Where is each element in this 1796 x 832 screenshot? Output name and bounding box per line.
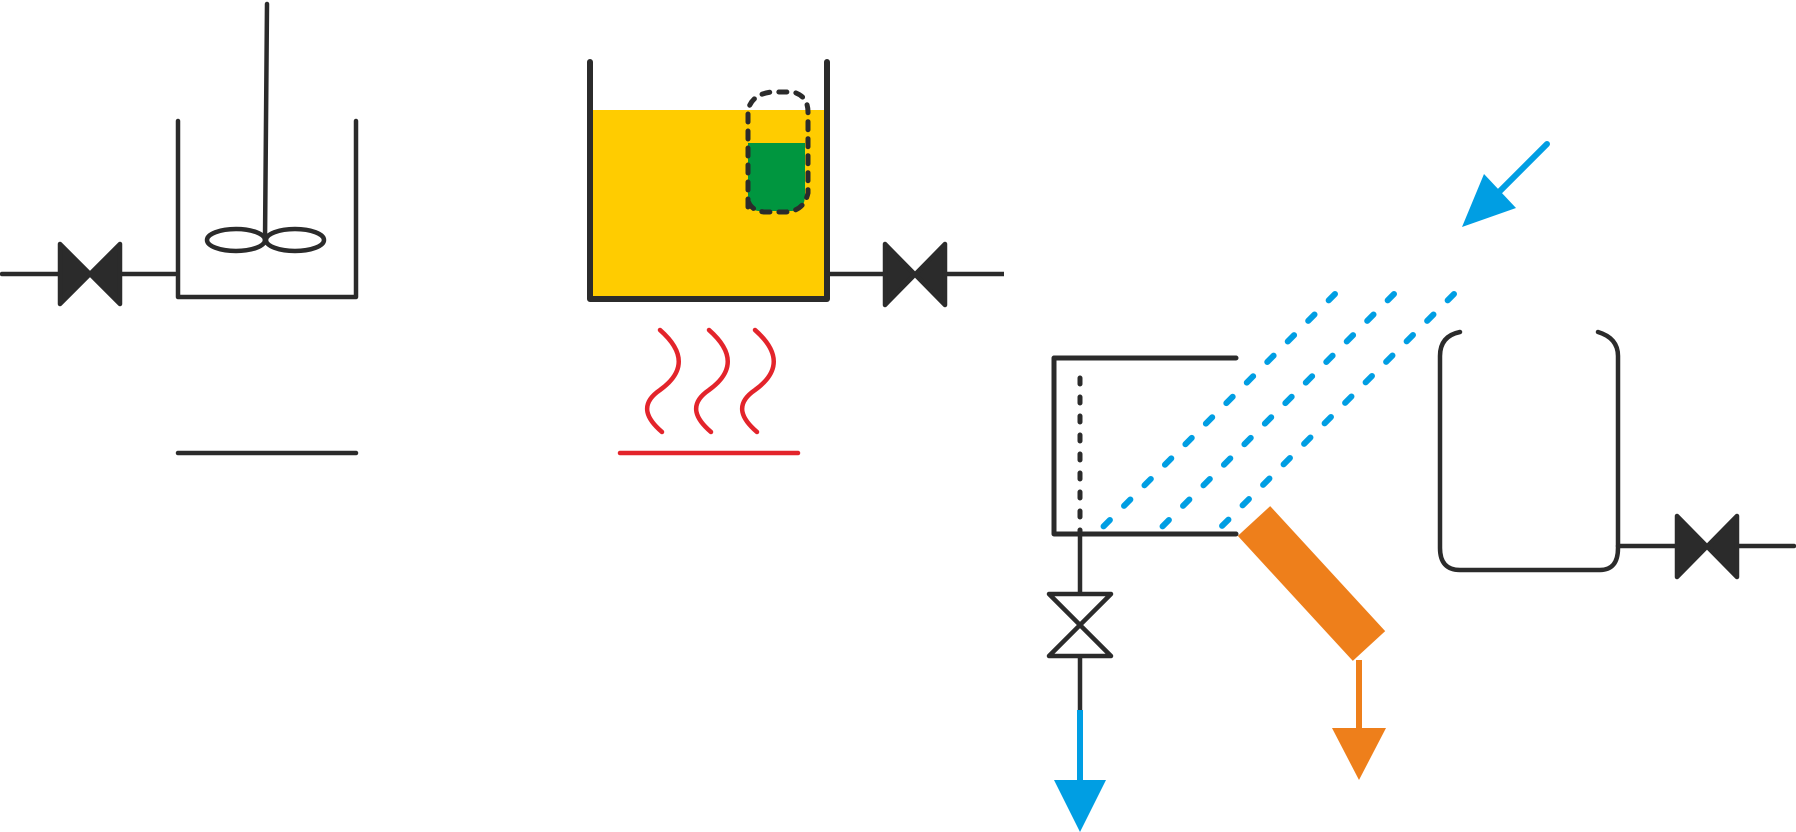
inlet-valve-icon[interactable] (57, 241, 123, 307)
solid-block (748, 143, 805, 211)
agitator-shaft (262, 1, 270, 243)
spray-line (1211, 291, 1457, 537)
open-vessel (1437, 329, 1796, 580)
heat-wave-icon (645, 327, 681, 435)
stirred-vessel (175, 118, 359, 300)
crossflow-separator (1046, 141, 1550, 832)
heated-tank (587, 59, 1004, 456)
water-inlet-line (1492, 141, 1550, 199)
open-vessel-valve-icon[interactable] (1674, 513, 1740, 580)
outlet-valve-icon[interactable] (882, 241, 948, 308)
heat-wave-icon (740, 327, 776, 435)
spray-line (1152, 291, 1397, 537)
spray-line (1093, 291, 1338, 537)
drain-valve-icon[interactable] (1046, 591, 1114, 659)
drain-arrow-icon (1054, 780, 1106, 832)
heated-vessel (587, 59, 830, 302)
dissolution-outline (745, 89, 811, 215)
agitator-blade-left-icon (204, 226, 268, 254)
agitator-blade-right-icon (263, 226, 327, 254)
product-arrow-icon (1332, 728, 1386, 780)
heat-waves (645, 327, 776, 435)
product-chute (1237, 506, 1386, 661)
water-inlet-arrow-icon (1462, 174, 1516, 227)
spray-lines (1093, 291, 1457, 537)
stirred-tank (0, 1, 359, 456)
heat-wave-icon (694, 327, 730, 435)
separator-box (1051, 355, 1239, 537)
open-vessel-body (1437, 329, 1621, 573)
